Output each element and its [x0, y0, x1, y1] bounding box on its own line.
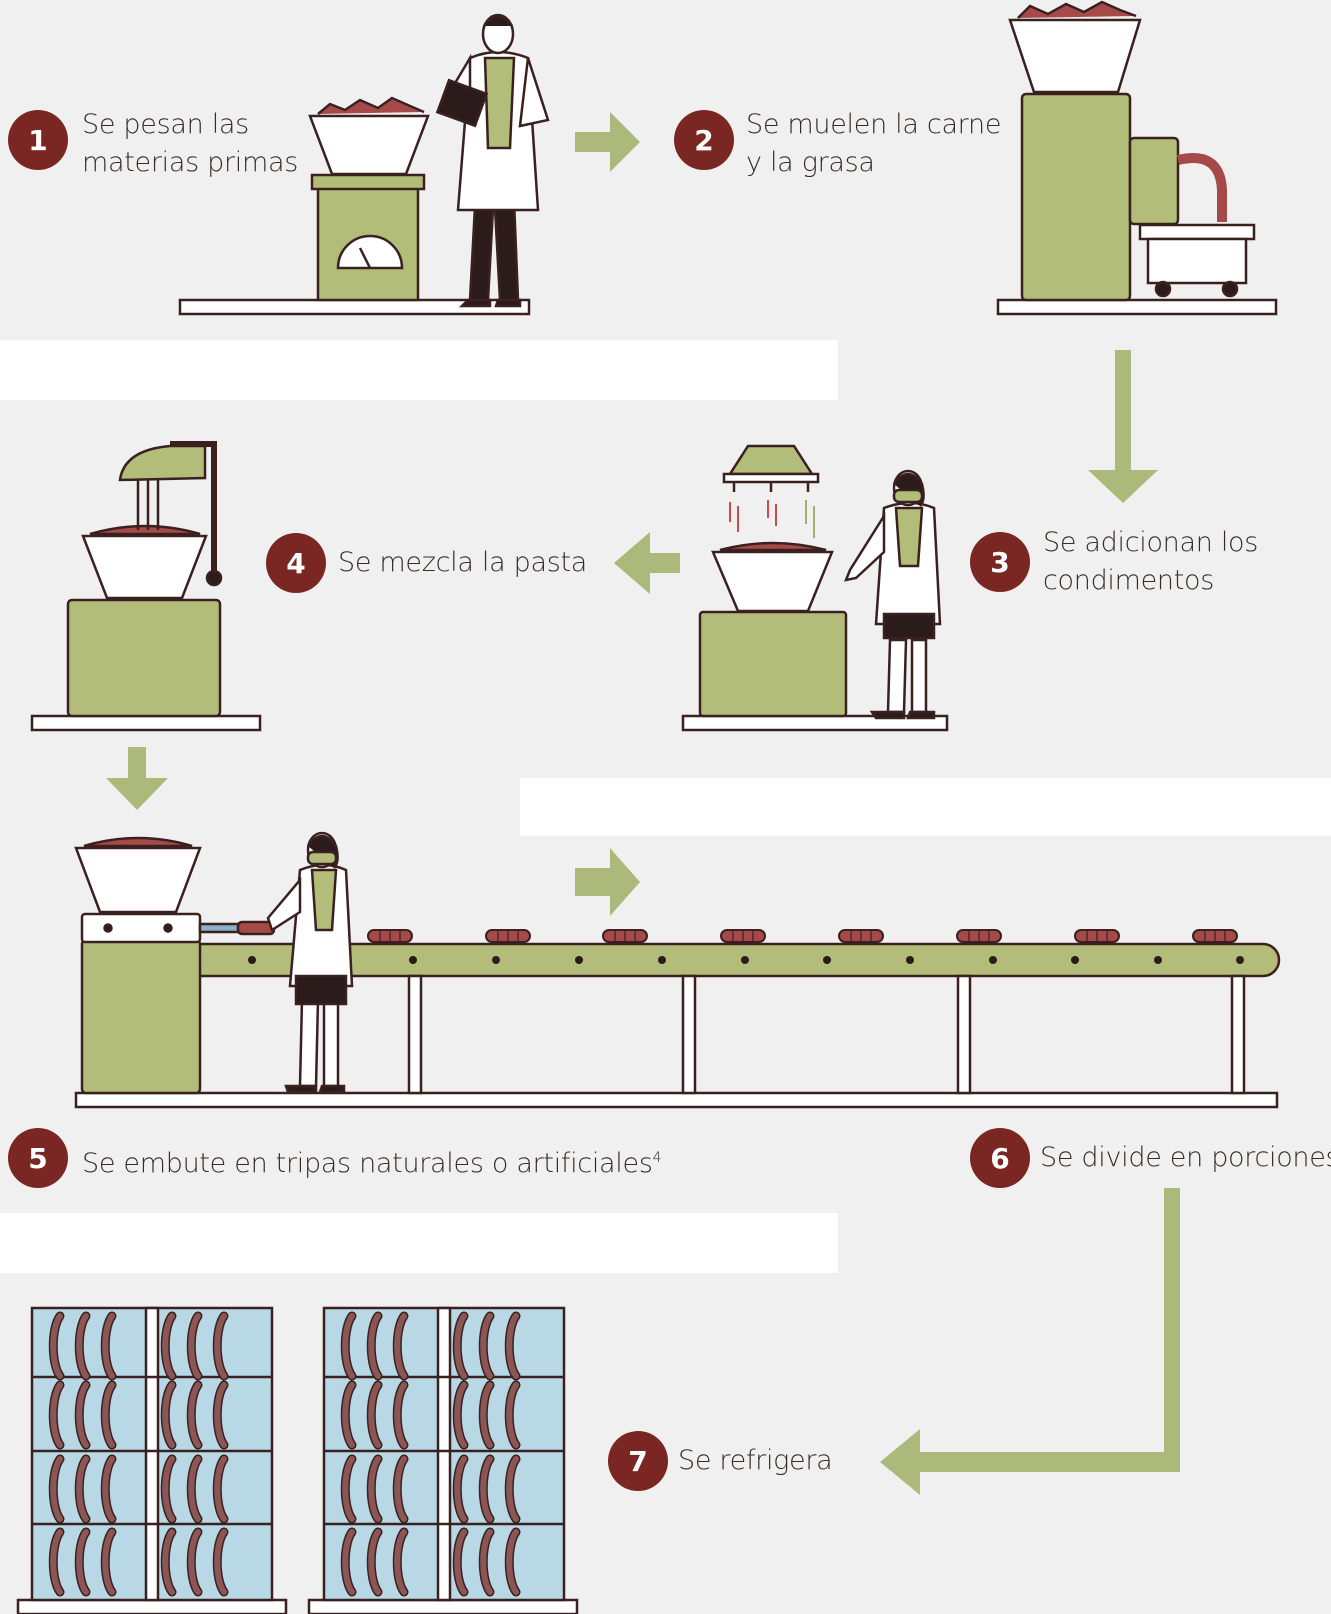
step-7-badge: 7 [608, 1431, 668, 1491]
step-2-line1: Se muelen la carne [746, 109, 1002, 140]
step-2-label: Se muelen la carne y la grasa [746, 106, 1001, 182]
arrow-return-6 [880, 1188, 1180, 1495]
step-2-line2: y la grasa [746, 147, 875, 178]
step-5-badge: 5 [8, 1128, 68, 1188]
step-1-line2: materias primas [82, 147, 298, 178]
step4-mixer [30, 441, 262, 732]
step-1-line1: Se pesan las [82, 109, 249, 140]
man-in-lab-coat [435, 13, 550, 308]
step-7-label: Se refrigera [678, 1442, 833, 1480]
step-1-label: Se pesan las materias primas [82, 106, 298, 182]
step3-seasoning-machine [681, 444, 949, 732]
arrow-down-2 [1088, 350, 1158, 503]
step-7-line1: Se refrigera [678, 1445, 833, 1476]
step-3-label: Se adicionan los condimentos [1043, 524, 1258, 600]
step-6-badge: 6 [970, 1128, 1030, 1188]
step-4-badge: 4 [266, 533, 326, 593]
step2-grinder [996, 0, 1278, 316]
step-6-line1: Se divide en porciones [1040, 1142, 1331, 1173]
step-3-badge: 3 [970, 532, 1030, 592]
arrow-left-3 [614, 532, 680, 594]
step-5-label: Se embute en tripas naturales o artifici… [82, 1139, 661, 1183]
step1-scale [178, 96, 531, 316]
step5-stuffer-and-conveyor [74, 836, 1281, 1109]
step-5-line1: Se embute en tripas naturales o artifici… [82, 1148, 653, 1179]
step-4-label: Se mezcla la pasta [338, 544, 587, 582]
step7-refrigerators [16, 1306, 579, 1614]
step-5-footnote: 4 [652, 1150, 662, 1166]
arrow-right-5 [575, 848, 640, 916]
step-3-line2: condimentos [1043, 565, 1215, 596]
flow-arrows [106, 112, 1180, 1495]
arrow-right-1 [575, 112, 640, 172]
step-3-line1: Se adicionan los [1043, 527, 1259, 558]
woman-worker-3 [843, 469, 942, 720]
step-2-badge: 2 [674, 110, 734, 170]
step-1-badge: 1 [8, 110, 68, 170]
woman-worker-5 [266, 831, 354, 1094]
step-6-label: Se divide en porciones [1040, 1139, 1331, 1177]
step-4-line1: Se mezcla la pasta [338, 547, 588, 578]
arrow-down-4 [106, 747, 168, 810]
